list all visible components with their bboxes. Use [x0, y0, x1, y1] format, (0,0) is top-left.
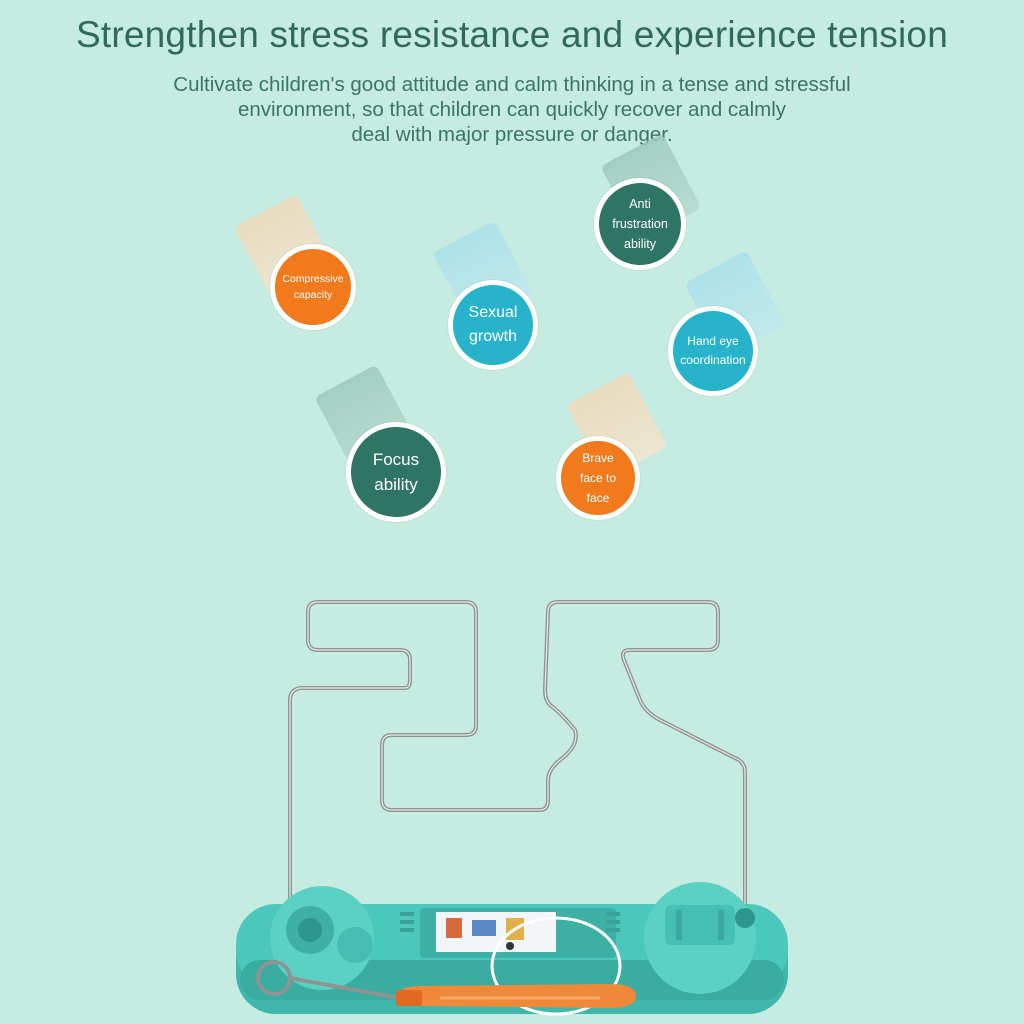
headline: Strengthen stress resistance and experie… — [76, 14, 948, 55]
bubble-label: Compressive — [282, 273, 344, 285]
ring-wand — [256, 916, 636, 1016]
bubble-label: growth — [468, 328, 517, 345]
bubble-circle: Hand eye coordination — [668, 306, 758, 396]
bubble-circle: Brave face to face — [556, 436, 640, 520]
bubble-label: ability — [624, 237, 656, 251]
bubble-label: Sexual — [468, 304, 518, 321]
bubble-label: face to — [579, 471, 617, 485]
bubble-label: capacity — [293, 289, 333, 301]
subtext: Cultivate children's good attitude and c… — [110, 72, 914, 147]
bubble-label: Focus — [372, 450, 420, 469]
bubble-label: Anti — [629, 197, 651, 211]
bubble-circle: Sexual growth — [448, 280, 538, 370]
subtext-line-2: environment, so that children can quickl… — [237, 98, 787, 121]
bubble-label: Hand eye — [687, 334, 739, 348]
bubble-label: ability — [374, 475, 418, 494]
subtext-line-1: Cultivate children's good attitude and c… — [173, 73, 851, 96]
toy-base — [236, 882, 788, 1014]
bubble-label: Brave — [582, 451, 614, 465]
bubble-label: frustration — [612, 217, 668, 231]
bubble-circle: Focus ability — [346, 422, 446, 522]
subtext-line-3: deal with major pressure or danger. — [351, 123, 673, 146]
bubble-circle: Anti frustration ability — [594, 178, 686, 270]
bubble-circle: Compressive capacity — [270, 244, 356, 330]
maze-wire-left — [288, 600, 747, 912]
bubble-label: face — [586, 491, 610, 505]
bubble-label: coordination — [680, 353, 746, 367]
